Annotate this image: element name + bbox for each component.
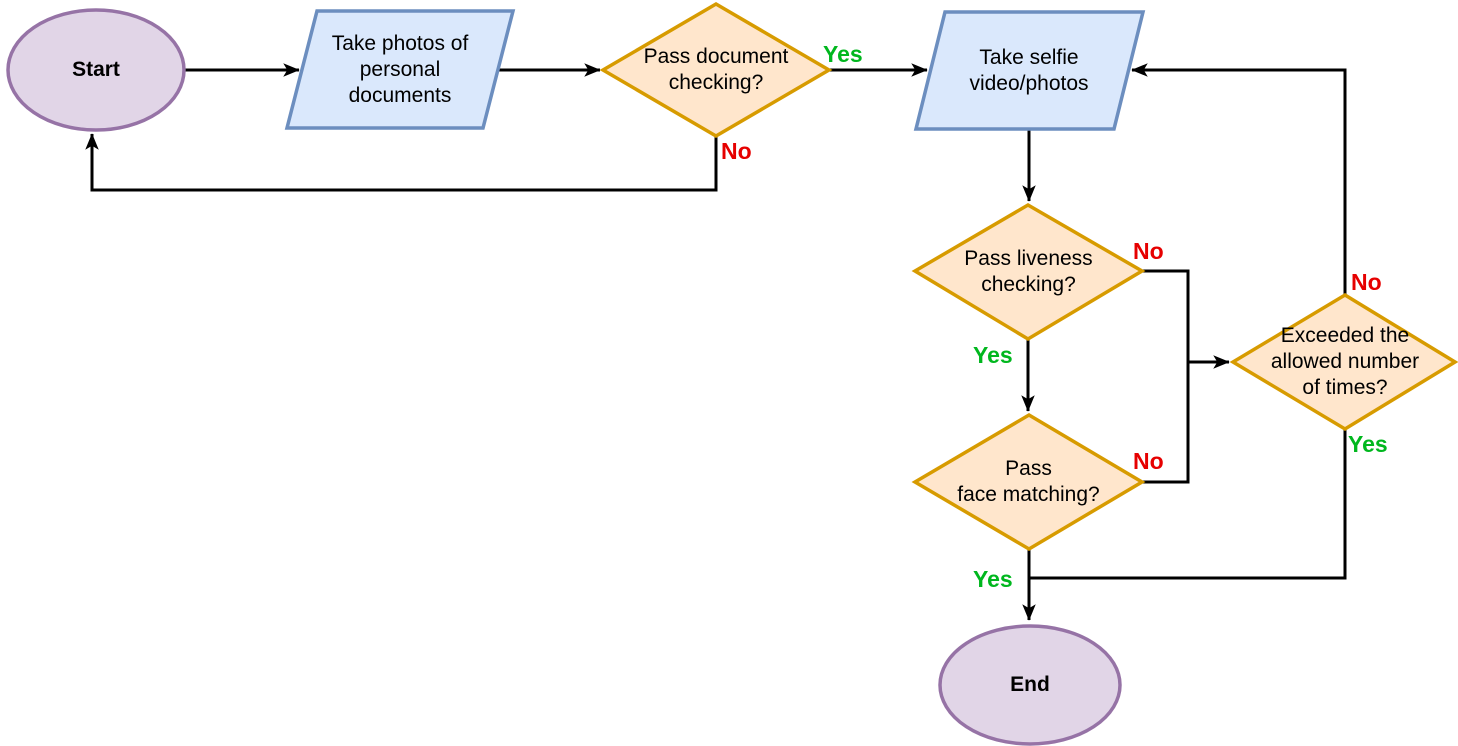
- liveness-check-node-shape: [911, 202, 1146, 342]
- doc-check-no-label: No: [721, 138, 752, 164]
- edge-face-match-no-to-exceeded: [1142, 362, 1190, 484]
- doc-check-yes-label: Yes: [823, 41, 863, 67]
- face-match-node-label: Pass face matching?: [957, 457, 1100, 506]
- end-node-shape: [938, 624, 1122, 746]
- doc-check-node-label: Pass document checking?: [643, 45, 789, 94]
- start-node-shape: [6, 8, 186, 132]
- face-match-no-label: No: [1133, 448, 1164, 474]
- edges-group: [85, 63, 1347, 621]
- edge-doc-check-no-to-start: [85, 133, 718, 192]
- edge-liveness-no-to-exceeded: [1142, 269, 1230, 369]
- nodes-group: [6, 1, 1458, 746]
- take-photos-node-shape: [284, 9, 516, 130]
- exceeded-node-label: Exceeded the allowed number of times?: [1270, 324, 1420, 399]
- liveness-no-label: No: [1133, 238, 1164, 264]
- take-selfie-node-shape: [913, 10, 1146, 131]
- start-node-label: Start: [72, 58, 120, 81]
- end-node-label: End: [1010, 673, 1050, 696]
- exceeded-node-shape: [1229, 292, 1458, 432]
- exceeded-yes-label: Yes: [1348, 431, 1388, 457]
- face-match-node-shape: [911, 412, 1146, 552]
- face-match-yes-label: Yes: [973, 566, 1013, 592]
- doc-check-node-shape: [599, 1, 833, 139]
- take-selfie-node-label: Take selfie video/photos: [969, 46, 1089, 95]
- edge-exceeded-no-to-take-selfie: [1131, 63, 1347, 295]
- edge-exceeded-yes-to-end: [1029, 429, 1347, 580]
- exceeded-no-label: No: [1351, 269, 1382, 295]
- take-photos-node-label: Take photos of personal documents: [331, 32, 469, 107]
- liveness-check-node-label: Pass liveness checking?: [964, 247, 1093, 296]
- liveness-yes-label: Yes: [973, 342, 1013, 368]
